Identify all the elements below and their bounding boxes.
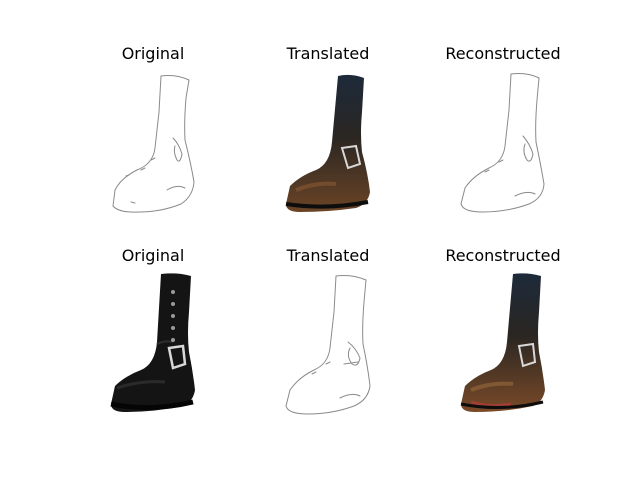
row2-col3-title: Reconstructed [445, 246, 561, 265]
row2-col1-title: Original [121, 246, 185, 265]
row1-reconstructed-sketch-image [431, 72, 575, 216]
row2-col2-title: Translated [286, 246, 370, 265]
row2-original-black-boot-image [81, 272, 225, 416]
row2-translated-sketch-image [256, 272, 400, 416]
row1-col2-title: Translated [286, 44, 370, 63]
row2-reconstructed-boot-image [431, 272, 575, 416]
row1-original-sketch-image [81, 72, 225, 216]
row1-col3-title: Reconstructed [445, 44, 561, 63]
row1-col1-title: Original [121, 44, 185, 63]
row1-translated-boot-image [256, 72, 400, 216]
